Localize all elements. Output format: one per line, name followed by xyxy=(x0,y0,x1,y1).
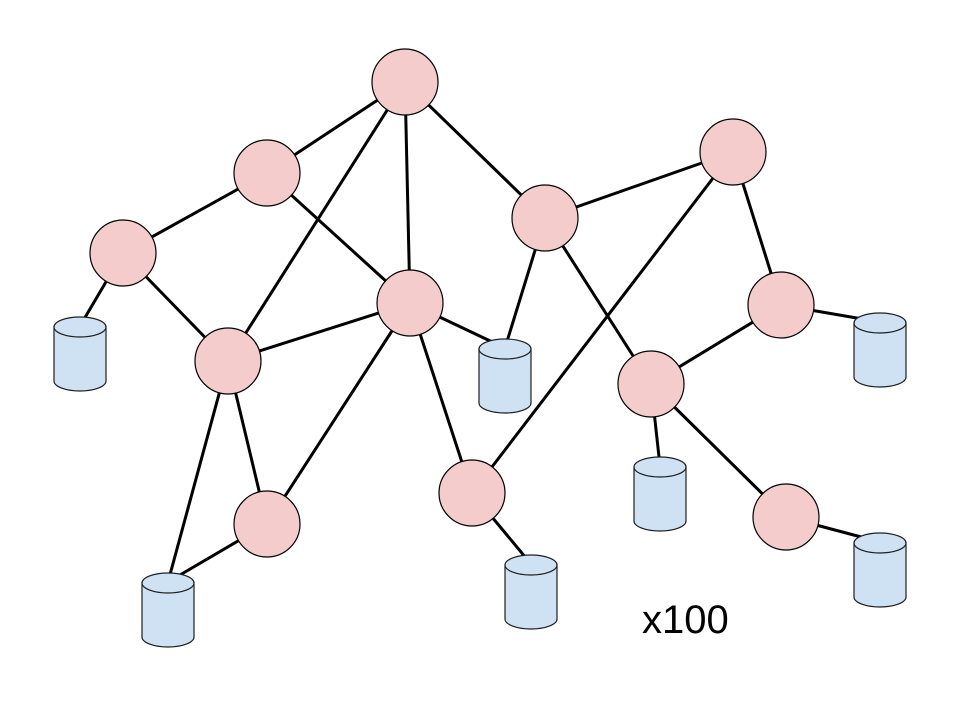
multiplier-label: x100 xyxy=(642,598,729,642)
edge-n1-n5 xyxy=(403,80,412,305)
network-node xyxy=(438,459,506,527)
database-icon xyxy=(853,312,907,388)
network-node xyxy=(511,184,579,252)
edge-n4-db2 xyxy=(166,359,230,584)
network-node xyxy=(376,269,444,337)
network-node xyxy=(371,48,439,116)
databases-layer xyxy=(53,312,907,648)
network-node xyxy=(699,118,767,186)
network-node xyxy=(747,271,815,339)
network-node xyxy=(194,327,262,395)
database-icon xyxy=(141,572,195,648)
edge-n7-n8 xyxy=(470,150,735,495)
database-icon xyxy=(53,316,107,392)
network-node xyxy=(89,219,157,287)
nodes-layer xyxy=(89,48,820,558)
database-icon xyxy=(853,532,907,608)
network-node xyxy=(233,139,301,207)
database-icon xyxy=(478,338,532,414)
edge-n1-n4 xyxy=(226,80,407,363)
network-node xyxy=(752,483,820,551)
database-icon xyxy=(633,456,687,532)
network-node xyxy=(233,490,301,558)
edge-n5-n9 xyxy=(265,301,412,526)
network-node xyxy=(617,350,685,418)
database-icon xyxy=(504,554,558,630)
